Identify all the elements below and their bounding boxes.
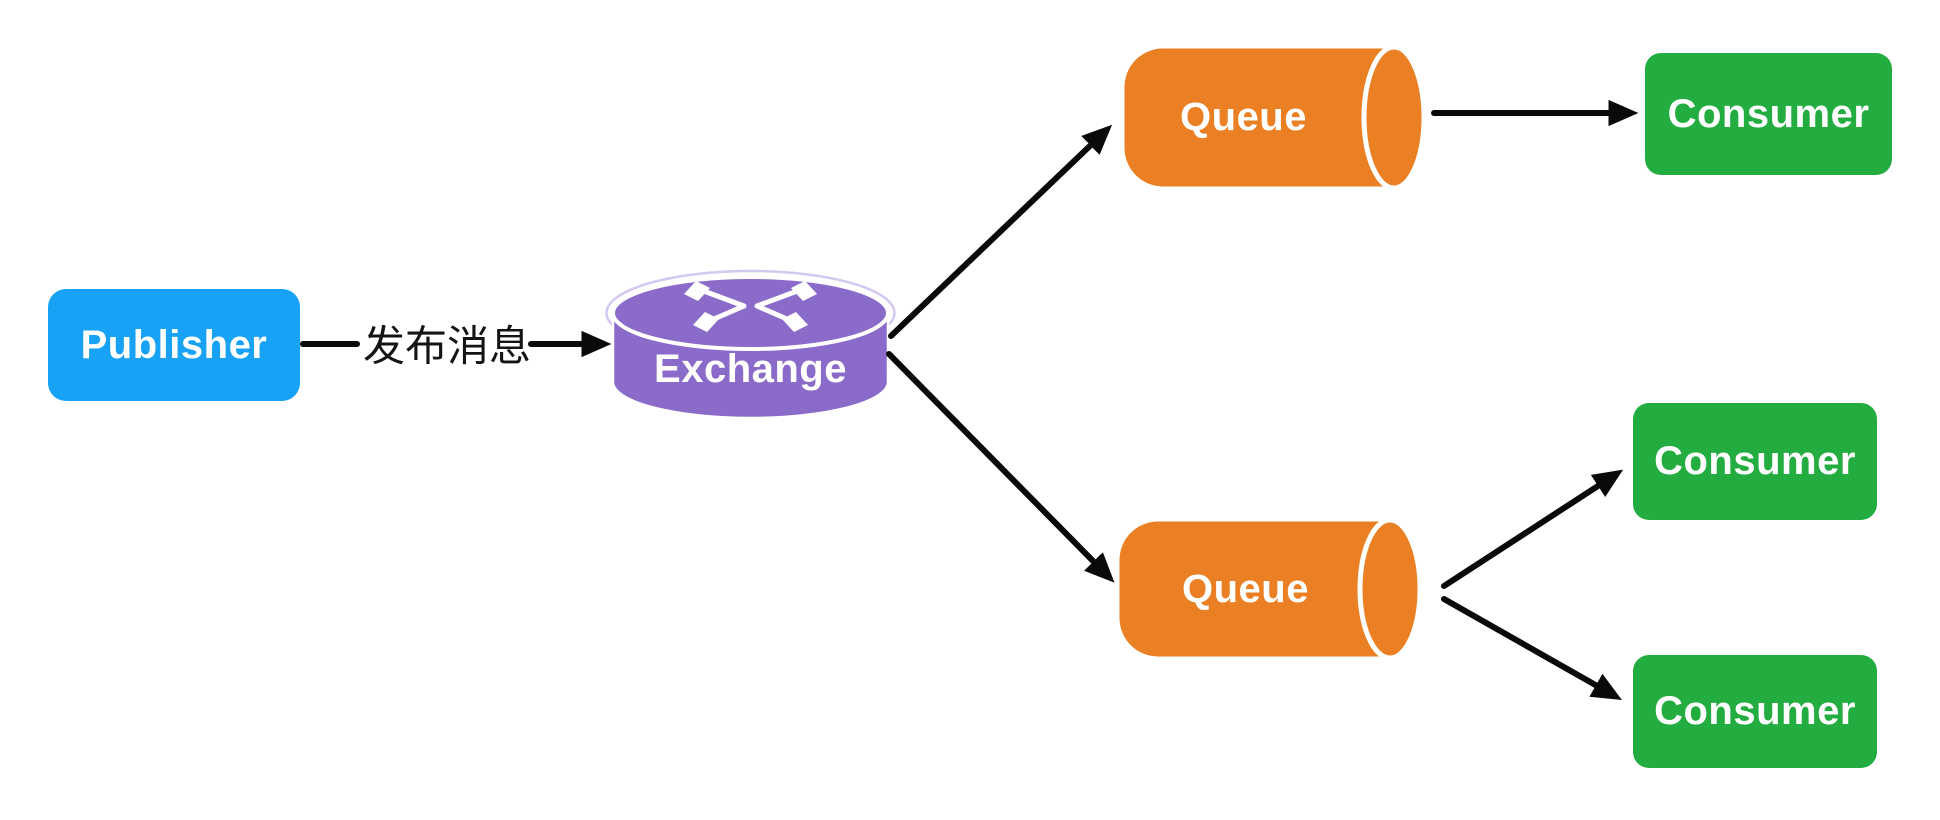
exchange-cylinder-top-face — [611, 275, 890, 351]
consumer-bottom-node: Consumer — [1633, 655, 1877, 768]
queue-bottom-cylinder-body — [1116, 518, 1392, 660]
edge-exchange-queue-top-arrow — [888, 124, 1113, 339]
publish-message-edge-label: 发布消息 — [362, 322, 532, 370]
edges-layer — [300, 99, 1639, 701]
queue-bottom-cylinder-cap — [1357, 517, 1423, 661]
consumer-top-label: Consumer — [1667, 91, 1870, 136]
edge-queue-bottom-consumer-bottom-arrow — [1441, 596, 1622, 701]
consumer-middle-node: Consumer — [1633, 403, 1877, 520]
queue-top-node-shape — [1121, 44, 1427, 191]
edge-exchange-queue-bottom-arrow — [886, 351, 1115, 583]
consumer-bottom-label: Consumer — [1654, 689, 1856, 733]
consumer-top-node: Consumer — [1645, 53, 1892, 175]
consumer-middle-label: Consumer — [1654, 439, 1856, 483]
publisher-label: Publisher — [80, 322, 268, 367]
exchange-node-shape — [605, 269, 896, 420]
queue-top-cylinder-cap — [1361, 44, 1427, 191]
edge-queue-bottom-consumer-middle-arrow — [1441, 469, 1624, 589]
queue-top-cylinder-body — [1121, 45, 1396, 190]
queue-bottom-node-shape — [1116, 517, 1423, 661]
publisher-node: Publisher — [48, 289, 300, 401]
